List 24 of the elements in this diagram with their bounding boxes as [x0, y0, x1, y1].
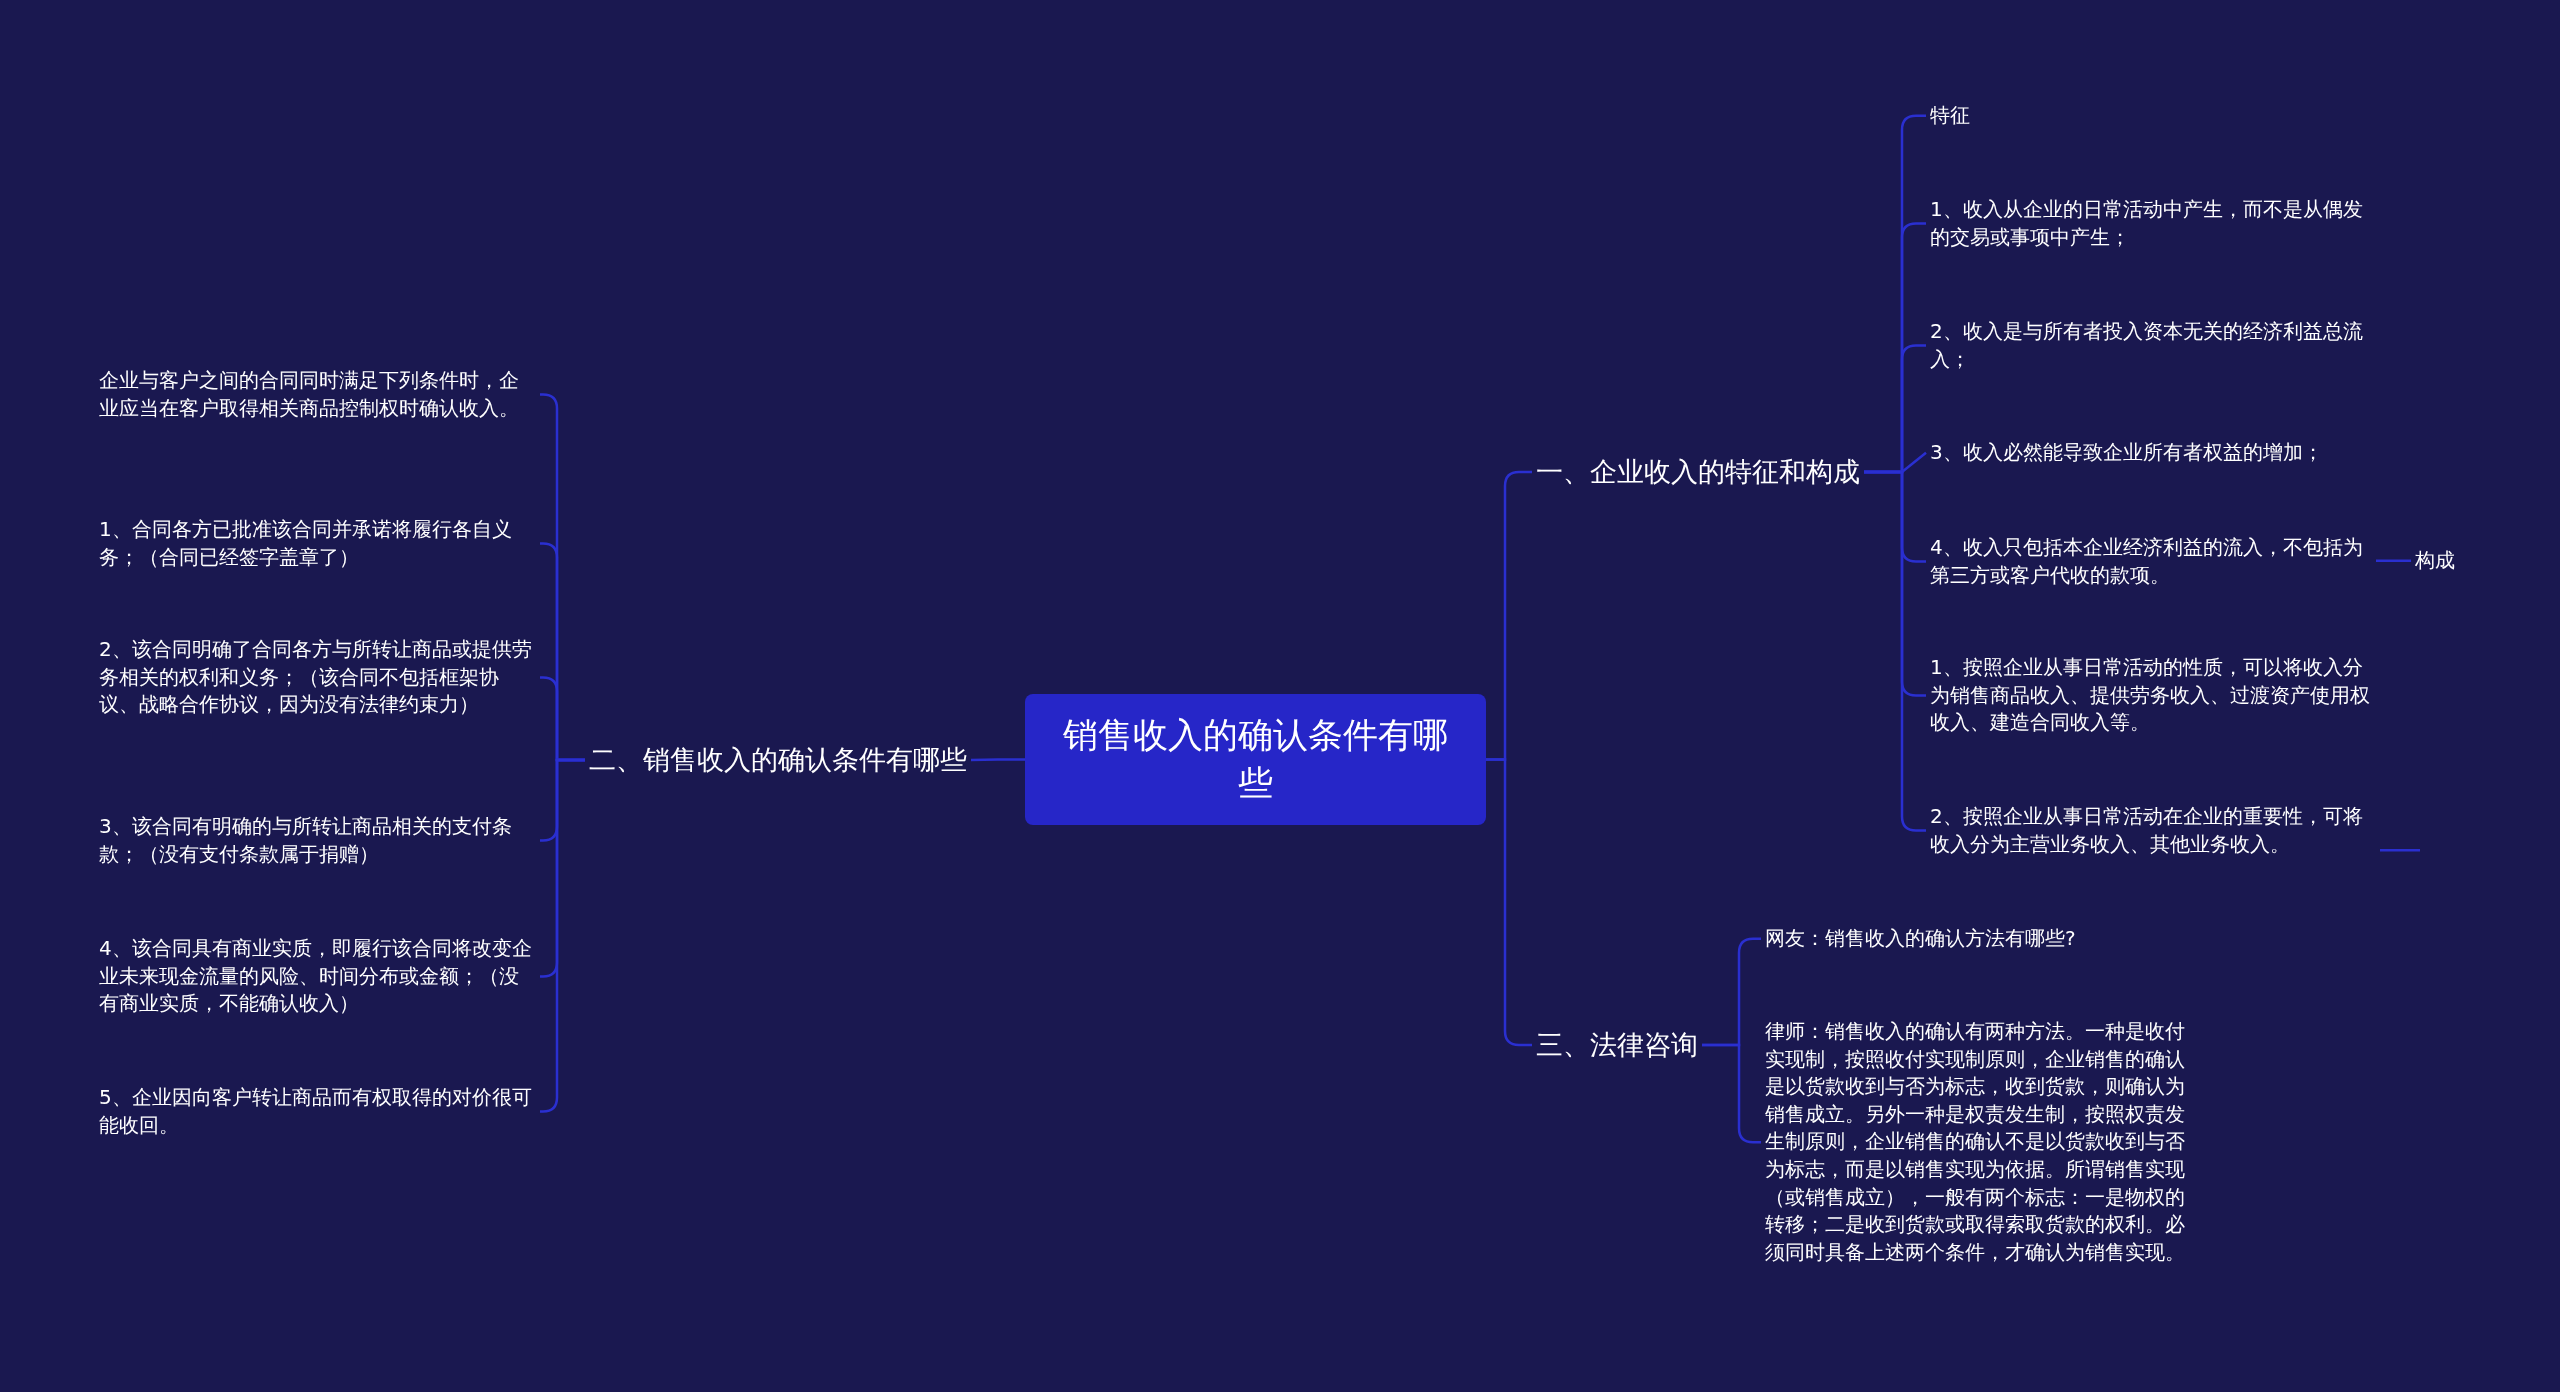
subtopic-text: 特征	[1926, 100, 2376, 132]
subtopic-text: 3、收入必然能导致企业所有者权益的增加；	[1926, 437, 2376, 469]
subtopic-text: 2、收入是与所有者投入资本无关的经济利益总流入；	[1926, 316, 2376, 376]
subtopic-text: 5、企业因向客户转让商品而有权取得的对价很可能收回。	[95, 1082, 540, 1142]
subtopic-text: 4、收入只包括本企业经济利益的流入，不包括为第三方或客户代收的款项。	[1926, 532, 2376, 592]
subtopic-text: 构成	[2411, 545, 2459, 577]
connector-line	[970, 758, 1025, 762]
subtopic-text: 2、按照企业从事日常活动在企业的重要性，可将收入分为主营业务收入、其他业务收入。	[1926, 801, 2376, 861]
connector-line	[2376, 559, 2411, 563]
subtopic-text: 律师：销售收入的确认有两种方法。一种是收付实现制，按照收付实现制原则，企业销售的确认是以货款收到与否为标志，收到货款，则确认为销售成立。另外一种是权责发生制，按照权责发生制原则，企业销售的确认不是以货款收到与否为标志，而是以销售实现为依据。所谓销售实现（或销售成立），一般有两个标志：一是物权的转移；二是收到货款或取得索取货款的权利。必须同时具备上述两个条件，才确认为销售实现。	[1761, 1016, 2206, 1269]
branch-topic: 三、法律咨询	[1532, 1025, 1702, 1065]
subtopic-text: 1、收入从企业的日常活动中产生，而不是从偶发的交易或事项中产生；	[1926, 194, 2376, 254]
branch-topic: 一、企业收入的特征和构成	[1532, 452, 1864, 492]
subtopic-text: 企业与客户之间的合同同时满足下列条件时，企业应当在客户取得相关商品控制权时确认收入。	[95, 365, 540, 425]
central-topic-box: 销售收入的确认条件有哪些	[1025, 694, 1486, 825]
connector-line	[540, 758, 585, 1113]
subtopic-text: 1、按照企业从事日常活动的性质，可以将收入分为销售商品收入、提供劳务收入、过渡资产使用权收入、建造合同收入等。	[1926, 652, 2376, 739]
subtopic-text: 网友：销售收入的确认方法有哪些?	[1761, 923, 2206, 955]
subtopic-text: 3、该合同有明确的与所转让商品相关的支付条款；（没有支付条款属于捐赠）	[95, 811, 540, 871]
subtopic-text: 1、合同各方已批准该合同并承诺将履行各自义务；（合同已经签字盖章了）	[95, 514, 540, 574]
connector-line	[2380, 848, 2420, 852]
subtopic-text: 4、该合同具有商业实质，即履行该合同将改变企业未来现金流量的风险、时间分布或金额；（没有商业实质，不能确认收入）	[95, 933, 540, 1020]
branch-topic: 二、销售收入的确认条件有哪些	[585, 740, 971, 780]
subtopic-text: 2、该合同明确了合同各方与所转让商品或提供劳务相关的权利和义务；（该合同不包括框架协议、战略合作协议，因为没有法律约束力）	[95, 634, 540, 721]
